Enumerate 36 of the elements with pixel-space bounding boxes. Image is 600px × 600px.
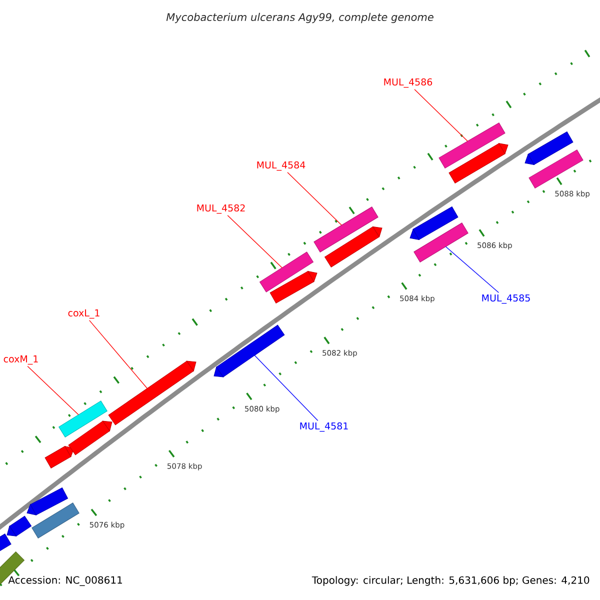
gene-bar bbox=[260, 252, 314, 292]
title: Mycobacterium ulcerans Agy99, complete genome bbox=[166, 12, 434, 24]
gene-bar bbox=[414, 222, 468, 262]
gene-label: MUL_4582 bbox=[197, 204, 245, 214]
gene-label: coxL_1 bbox=[68, 309, 100, 319]
gene-bar bbox=[6, 516, 32, 536]
gene-bar bbox=[26, 488, 68, 516]
gene-bar bbox=[270, 270, 318, 304]
gene-label: MUL_4584 bbox=[257, 161, 306, 171]
leader-line bbox=[287, 172, 342, 226]
leader-line bbox=[88, 320, 148, 389]
gene-label: MUL_4581 bbox=[300, 422, 348, 432]
gene-bar bbox=[324, 226, 382, 268]
leader-line bbox=[254, 355, 318, 422]
leader-line bbox=[445, 246, 500, 294]
gene-bar bbox=[68, 420, 112, 456]
gene-bar bbox=[0, 534, 12, 553]
gene-bar bbox=[108, 360, 196, 426]
gene-label: coxM_1 bbox=[4, 355, 38, 365]
leader-line bbox=[227, 215, 282, 268]
genome-info: Topology: circular; Length: 5,631,606 bp; Genes: 4,210 bbox=[312, 576, 590, 586]
accession-label: Accession: NC_008611 bbox=[8, 576, 122, 586]
gene-bar bbox=[44, 446, 74, 468]
gene-bar bbox=[438, 122, 506, 168]
gene-bar bbox=[58, 400, 108, 438]
gene-bar bbox=[32, 502, 80, 538]
leader-line bbox=[414, 89, 468, 142]
gene-label: MUL_4585 bbox=[482, 294, 530, 304]
gene-bar bbox=[528, 150, 584, 188]
gene-bar bbox=[448, 143, 508, 184]
leader-line bbox=[27, 366, 79, 416]
gene-bar bbox=[410, 206, 458, 240]
gene-label: MUL_4586 bbox=[384, 78, 432, 88]
gene-bar bbox=[524, 132, 574, 165]
gene-bar bbox=[214, 324, 285, 378]
gene-bar bbox=[314, 206, 378, 252]
